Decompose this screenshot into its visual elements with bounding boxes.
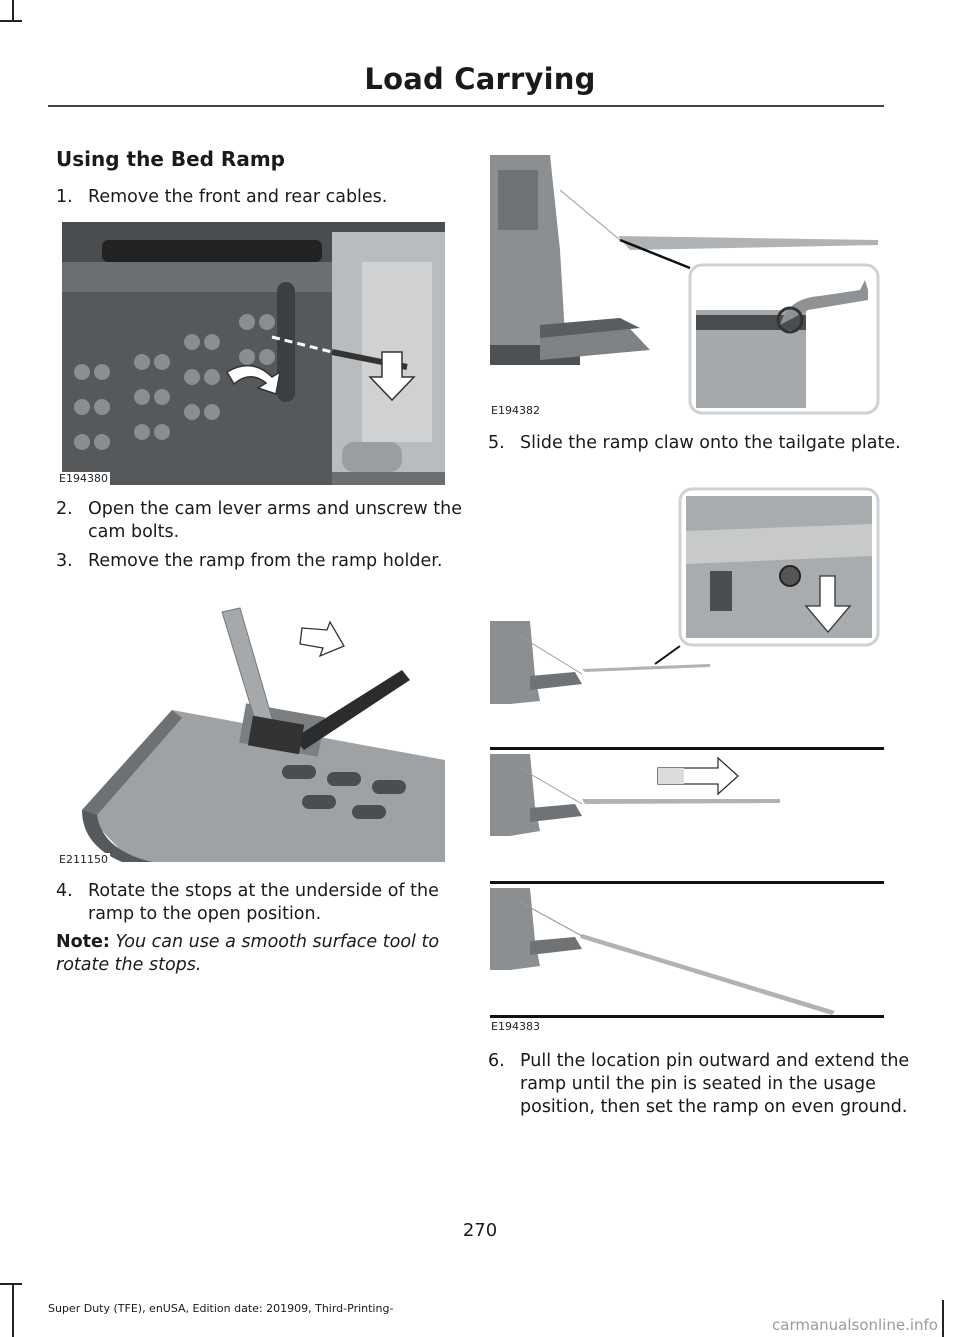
step-4: 4.Rotate the stops at the underside of t… <box>56 881 439 924</box>
panel-divider <box>490 1015 884 1018</box>
section-title: Load Carrying <box>364 62 596 96</box>
figure-code: E194380 <box>57 472 110 485</box>
step-5: 5.Slide the ramp claw onto the tailgate … <box>488 433 901 453</box>
crop-mark <box>12 0 14 22</box>
step-1: 1.Remove the front and rear cables. <box>56 187 388 207</box>
crop-mark <box>12 1283 14 1337</box>
step-3: 3.Remove the ramp from the ramp holder. <box>56 551 443 571</box>
header-rule <box>48 105 884 107</box>
figure-code: E194382 <box>489 404 542 417</box>
crop-mark <box>0 20 22 22</box>
page-number: 270 <box>462 1220 498 1241</box>
figure-cable-removal <box>62 222 445 485</box>
footer-edition: Super Duty (TFE), enUSA, Edition date: 2… <box>48 1302 394 1315</box>
step-2: 2.Open the cam lever arms and unscrew th… <box>56 499 462 542</box>
figure-code: E194383 <box>489 1020 542 1033</box>
panel-divider <box>490 881 884 884</box>
step-6: 6.Pull the location pin outward and exte… <box>488 1051 910 1117</box>
figure-ramp-claw <box>490 150 884 420</box>
panel-divider <box>490 747 884 750</box>
figure-code: E211150 <box>57 853 110 866</box>
section-heading: Using the Bed Ramp <box>56 147 285 171</box>
figure-ramp-extend-sequence <box>490 486 884 1022</box>
note: Note: You can use a smooth surface tool … <box>56 931 446 977</box>
crop-mark <box>942 1300 944 1337</box>
watermark: carmanualsonline.info <box>772 1316 938 1334</box>
crop-mark <box>0 1283 22 1285</box>
figure-ramp-removal <box>62 600 445 862</box>
note-label: Note: <box>56 932 110 952</box>
note-text: You can use a smooth surface tool to rot… <box>56 932 440 975</box>
